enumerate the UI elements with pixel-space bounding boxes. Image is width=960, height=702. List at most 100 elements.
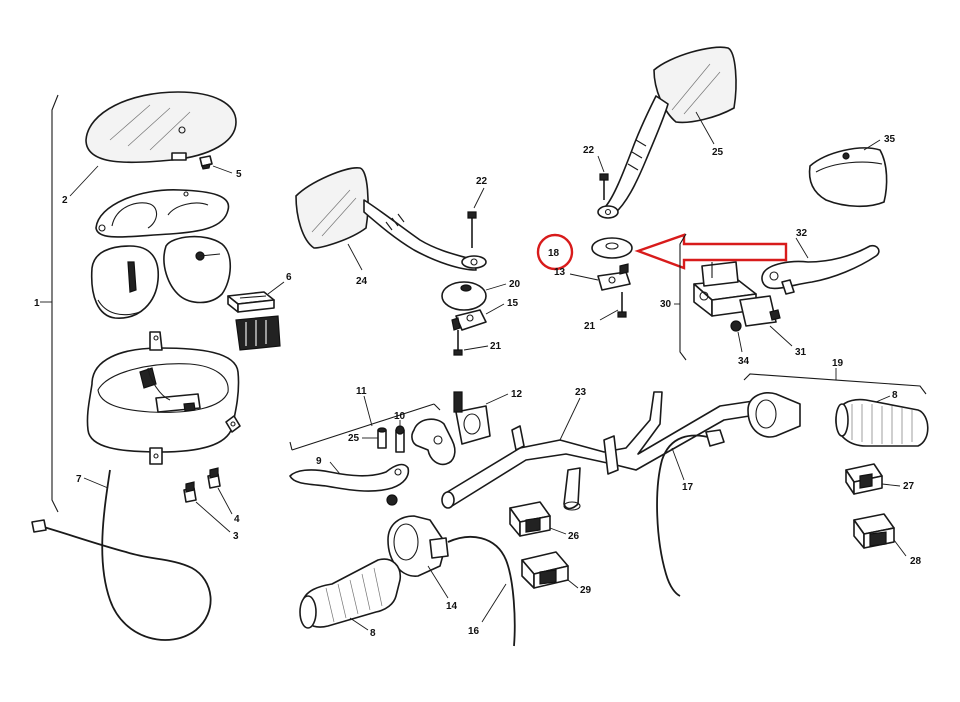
part-grip-left-8: [299, 558, 402, 629]
part-label-8-right: 8: [892, 390, 898, 401]
leader-3: [195, 501, 231, 533]
leader-14: [427, 565, 449, 599]
part-label-11: 11: [356, 386, 367, 397]
group-bracket-1: [51, 94, 59, 513]
part-label-21-left: 21: [490, 341, 502, 352]
part-clutch-lever-9: [289, 463, 410, 492]
part-bolt-22-right: [599, 173, 609, 200]
leader-6: [267, 281, 285, 295]
leader-21b: [599, 309, 619, 321]
leader-34: [737, 331, 743, 353]
part-label-3: 3: [233, 531, 239, 542]
part-cover-35: [808, 147, 888, 208]
part-bulb-socket-3: [183, 481, 197, 503]
part-label-14: 14: [446, 601, 458, 612]
part-label-26: 26: [568, 531, 580, 542]
part-label-17: 17: [682, 482, 694, 493]
part-brake-lever-32: [761, 244, 880, 295]
part-speedo-cable-7: [39, 469, 212, 641]
part-switch-26: [509, 501, 551, 537]
part-switch-29: [521, 551, 569, 589]
part-clamp-15: [451, 309, 487, 331]
leader-20: [485, 283, 507, 291]
part-label-30: 30: [660, 299, 672, 310]
part-label-28: 28: [910, 556, 922, 567]
part-label-10: 10: [394, 411, 406, 422]
part-bolt-5: [199, 155, 213, 170]
part-label-23: 23: [575, 387, 587, 398]
part-label-35: 35: [884, 134, 896, 145]
part-instrument-cover: [85, 91, 237, 164]
part-label-25-mirror: 25: [712, 147, 724, 158]
leader-32: [795, 237, 809, 259]
part-label-5: 5: [236, 169, 242, 180]
part-cable-16: [447, 535, 516, 647]
leader-21a: [463, 345, 489, 351]
part-screw-21-left: [453, 330, 463, 356]
leader-8a: [349, 617, 369, 631]
leader-4: [217, 487, 233, 515]
leader-15: [485, 303, 505, 315]
leader-2: [69, 165, 99, 197]
part-master-cylinder: [693, 261, 781, 332]
part-label-19: 19: [832, 358, 844, 369]
leader-28: [893, 539, 907, 557]
part-label-21-right: 21: [584, 321, 596, 332]
leader-29: [567, 579, 579, 589]
highlight-circle: [536, 233, 574, 271]
part-handlebar-23: [441, 391, 763, 511]
part-label-25-pin: 25: [348, 433, 360, 444]
part-throttle-housing-right: [747, 392, 801, 438]
part-clamp-13: [597, 263, 631, 291]
part-label-15: 15: [507, 298, 519, 309]
leader-25b: [695, 111, 715, 145]
part-label-18: 18: [548, 248, 560, 259]
leader-9: [329, 461, 341, 475]
leader-17: [671, 447, 685, 481]
part-mirror-base-20: [441, 281, 487, 311]
part-right-mirror-25: [597, 46, 737, 219]
leader-22b: [597, 155, 605, 173]
leader-12: [485, 393, 509, 405]
part-label-12: 12: [511, 389, 523, 400]
part-screw-21-right: [617, 292, 627, 318]
part-label-6: 6: [286, 272, 292, 283]
leader-26: [549, 527, 567, 535]
part-label-8-left: 8: [370, 628, 376, 639]
cable-17-end: [705, 429, 725, 447]
group-bracket-19: [743, 373, 927, 395]
part-grip-right-8: [835, 398, 929, 447]
leader-5: [212, 165, 233, 174]
leader-8b: [875, 395, 891, 403]
part-label-34: 34: [738, 356, 750, 367]
part-warning-light-6: [227, 291, 281, 351]
part-pin-10: [395, 425, 405, 453]
part-label-24: 24: [356, 276, 368, 287]
leader-27: [881, 483, 901, 487]
part-label-9: 9: [316, 456, 322, 467]
part-pin-25: [377, 427, 387, 449]
group-bracket-11: [289, 403, 441, 451]
part-speedometer: [90, 245, 159, 319]
leader-23: [559, 397, 581, 441]
part-label-4: 4: [234, 514, 240, 525]
part-bolt-22-left: [467, 211, 477, 248]
part-clutch-housing: [411, 418, 456, 466]
leader-31: [769, 325, 793, 347]
leader-13: [569, 273, 599, 281]
part-switch-27: [845, 463, 883, 495]
part-cable-17: [656, 434, 713, 597]
leader-7: [83, 477, 109, 489]
leader-22a: [473, 187, 485, 209]
part-label-20: 20: [509, 279, 521, 290]
part-label-1: 1: [34, 298, 40, 309]
part-switch-28: [853, 513, 895, 549]
group-bracket-30: [679, 233, 687, 361]
part-mirror-base-18: [591, 237, 633, 259]
part-bulb-socket-4: [207, 467, 221, 489]
part-label-22-left: 22: [476, 176, 488, 187]
part-label-2: 2: [62, 195, 68, 206]
leader-16: [481, 583, 507, 623]
